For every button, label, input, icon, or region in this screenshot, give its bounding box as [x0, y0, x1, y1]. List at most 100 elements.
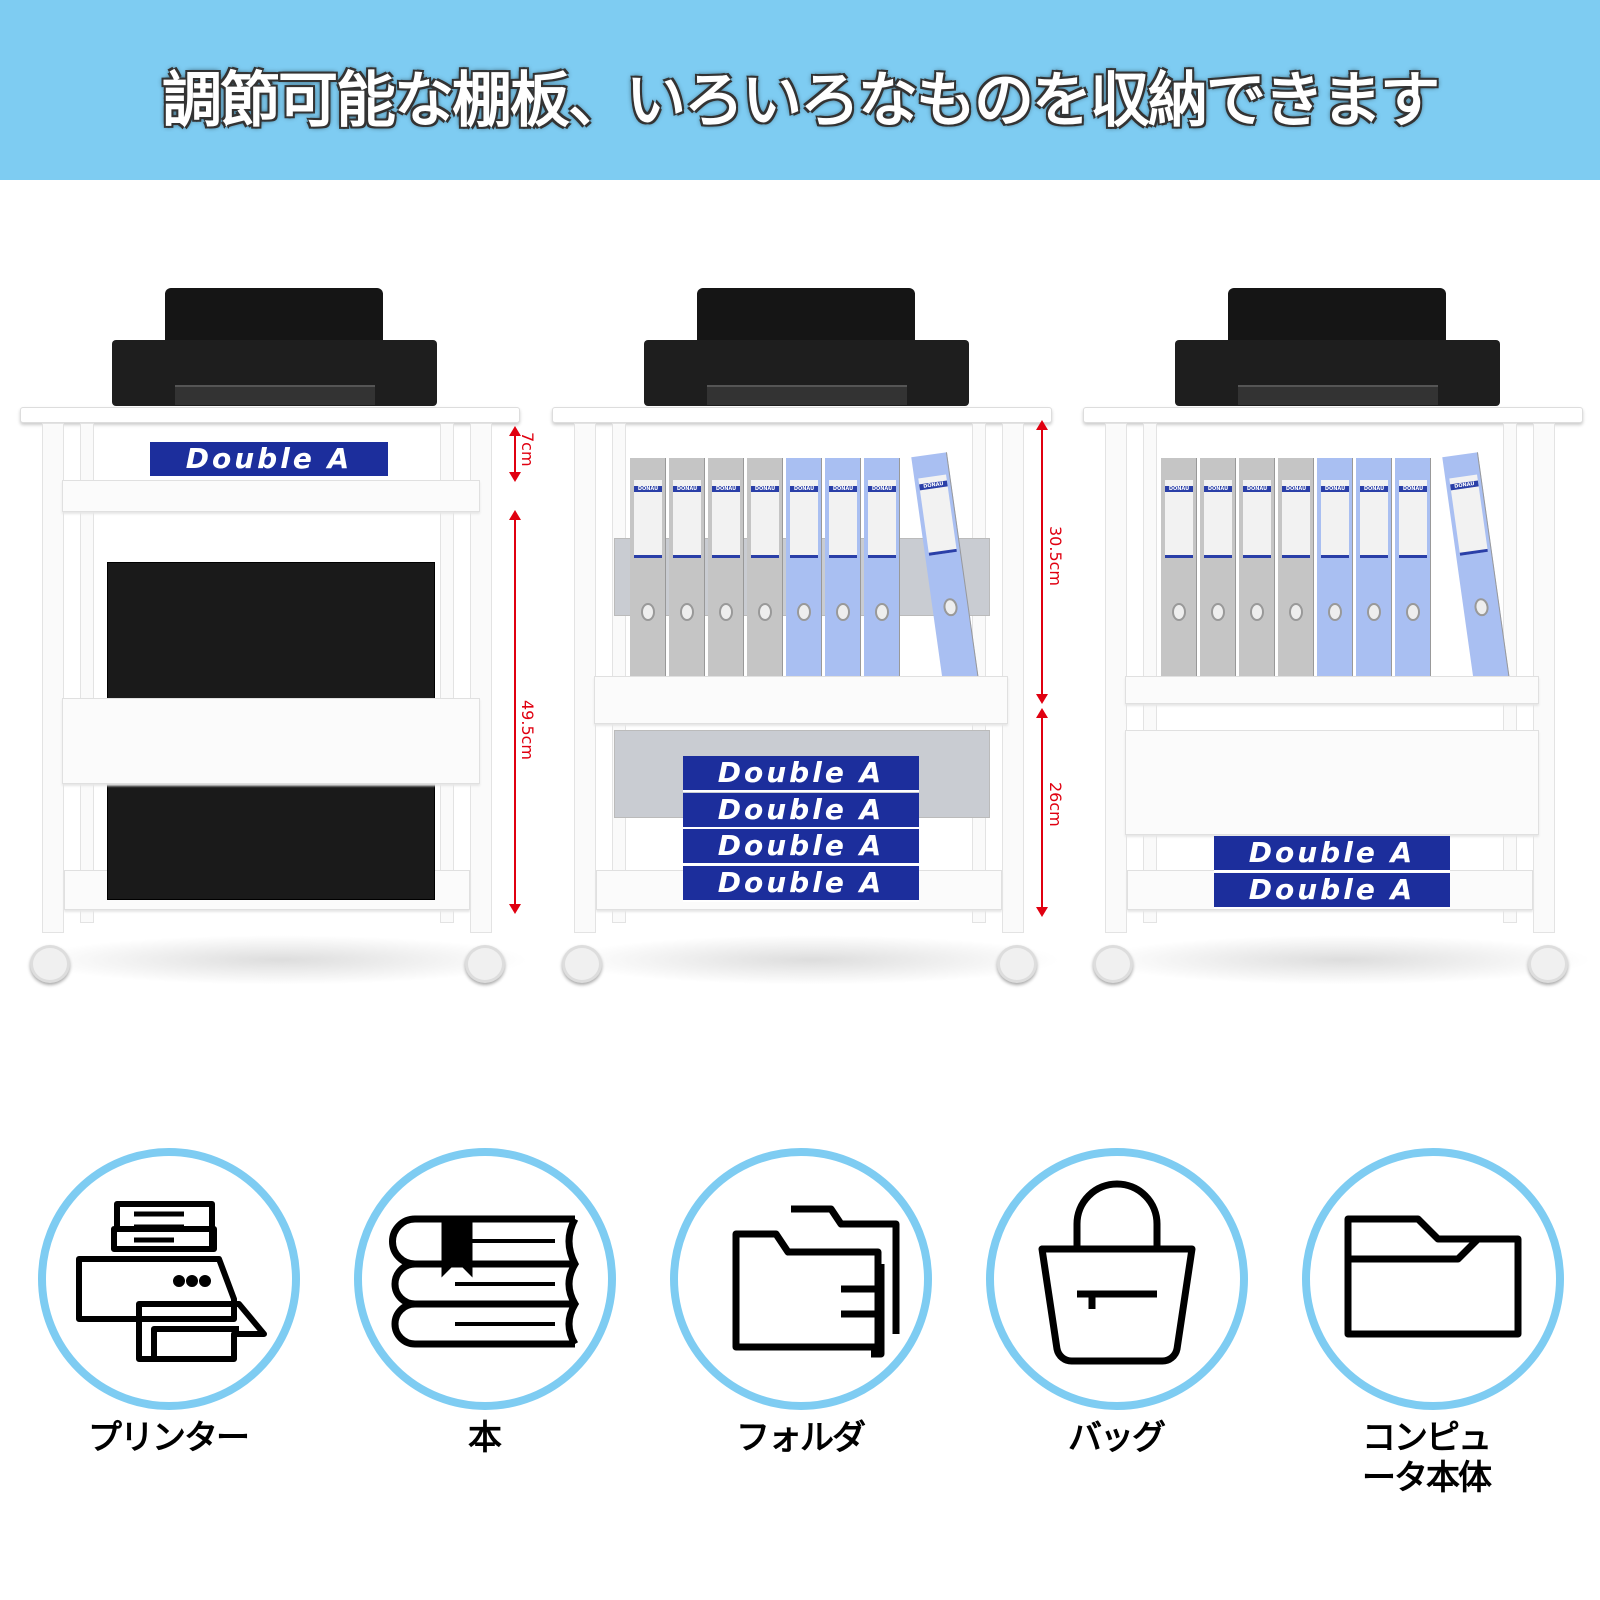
category-label: バッグ — [1068, 1418, 1166, 1458]
binder-label: DONAU — [868, 480, 896, 558]
paper-ream: Double A — [1214, 836, 1450, 872]
binder-label: DONAU — [1449, 474, 1488, 556]
binder-ring — [836, 603, 850, 621]
binder: DONAU — [1161, 458, 1197, 686]
paper-ream: Double A — [683, 792, 919, 829]
binder-ring — [680, 603, 694, 621]
binder-brand: DONAU — [1282, 486, 1310, 492]
caster-wheel — [1093, 945, 1133, 983]
top-shelf — [552, 407, 1052, 423]
measure-arrow — [1036, 420, 1048, 704]
binder-label: DONAU — [1204, 480, 1232, 558]
binder-label: DONAU — [1360, 480, 1388, 558]
folders-icon — [732, 1205, 900, 1358]
binder: DONAU — [825, 458, 861, 686]
adjustable-shelf — [62, 480, 480, 512]
binder-label: DONAU — [673, 480, 701, 558]
top-shelf — [20, 407, 520, 423]
leg — [574, 423, 596, 933]
binder-label: DONAU — [1321, 480, 1349, 558]
binder-brand: DONAU — [1360, 486, 1388, 492]
binder-brand: DONAU — [1399, 486, 1427, 492]
binder-label: DONAU — [829, 480, 857, 558]
measure-arrow — [1036, 708, 1048, 917]
measure-arrow — [509, 510, 521, 914]
measure-arrow — [509, 426, 521, 482]
binder-brand: DONAU — [829, 486, 857, 492]
binder-label: DONAU — [790, 480, 818, 558]
measurement-label: 7cm — [518, 432, 537, 467]
leg — [42, 423, 64, 933]
binder: DONAU — [630, 458, 666, 686]
floor-shadow — [30, 935, 530, 985]
caster-wheel — [30, 945, 70, 983]
binder-brand: DONAU — [1165, 486, 1193, 492]
binder-brand: DONAU — [673, 486, 701, 492]
binder-brand: DONAU — [1450, 480, 1479, 491]
category-label: 本 — [468, 1418, 502, 1458]
binder-label: DONAU — [1165, 480, 1193, 558]
binder: DONAU — [747, 458, 783, 686]
bag-icon — [1038, 1180, 1196, 1365]
printer-tray — [1238, 385, 1438, 405]
binder-brand: DONAU — [634, 486, 662, 492]
binder-ring — [1367, 603, 1381, 621]
adjustable-shelf — [1125, 676, 1539, 704]
leg — [1105, 423, 1127, 933]
folder-icon — [1344, 1215, 1522, 1338]
binder: DONAU — [669, 458, 705, 686]
binder-ring — [1406, 603, 1420, 621]
measurement-label: 49.5cm — [518, 700, 537, 761]
printer — [697, 288, 915, 343]
binder: DONAU — [786, 458, 822, 686]
binder-brand: DONAU — [751, 486, 779, 492]
category-label: フォルダ — [736, 1418, 866, 1458]
binder-label: DONAU — [751, 480, 779, 558]
binder-label: DONAU — [1282, 480, 1310, 558]
binder-ring — [1172, 603, 1186, 621]
caster-wheel — [1528, 945, 1568, 983]
printer — [165, 288, 383, 343]
binder: DONAU — [1200, 458, 1236, 686]
leg — [1143, 423, 1157, 923]
paper-ream: Double A — [683, 829, 919, 865]
books-icon — [389, 1215, 580, 1348]
binder-label: DONAU — [1399, 480, 1427, 558]
binder-ring — [641, 603, 655, 621]
printer — [1228, 288, 1446, 343]
paper-ream: Double A — [683, 756, 919, 792]
binder-ring — [758, 603, 772, 621]
binder-brand: DONAU — [868, 486, 896, 492]
category-label: コンピュ ータ本体 — [1362, 1418, 1492, 1498]
binder-brand: DONAU — [1243, 486, 1271, 492]
caster-wheel — [562, 945, 602, 983]
binder: DONAU — [1239, 458, 1275, 686]
storage-panel — [62, 698, 480, 784]
binder-ring — [875, 603, 889, 621]
binder-ring — [1211, 603, 1225, 621]
leg — [80, 423, 94, 923]
category-books — [354, 1148, 616, 1410]
leg — [470, 423, 492, 933]
binder: DONAU — [864, 458, 900, 686]
binder-ring — [1328, 603, 1342, 621]
binder-ring — [1250, 603, 1264, 621]
category-bag — [986, 1148, 1248, 1410]
floor-shadow — [1093, 935, 1593, 985]
binder-ring — [1289, 603, 1303, 621]
paper-label: Double A — [150, 442, 388, 478]
category-label: プリンター — [88, 1418, 250, 1458]
binder: DONAU — [1442, 452, 1510, 683]
printer-tray — [175, 385, 375, 405]
banner-title: 調節可能な棚板、いろいろなものを収納できます — [162, 66, 1440, 136]
category-folders — [670, 1148, 932, 1410]
binder-ring — [942, 597, 959, 618]
binder-ring — [719, 603, 733, 621]
binder-ring — [1473, 597, 1490, 618]
binder-label: DONAU — [712, 480, 740, 558]
leg — [612, 423, 626, 923]
adjustable-shelf — [594, 676, 1008, 724]
binder-brand: DONAU — [1321, 486, 1349, 492]
binder-brand: DONAU — [712, 486, 740, 492]
binder: DONAU — [708, 458, 744, 686]
